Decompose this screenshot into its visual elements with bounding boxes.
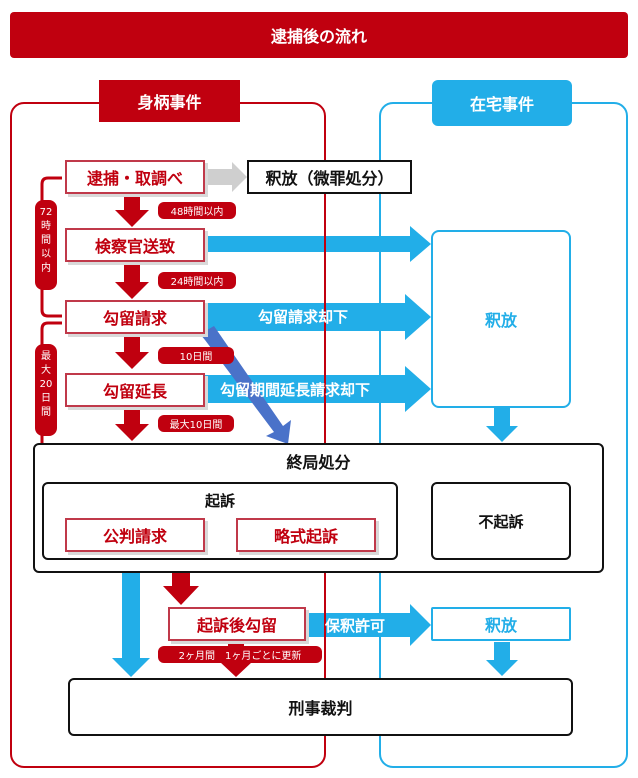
time-label-10d: 10日間 <box>158 347 234 364</box>
page-title: 逮捕後の流れ <box>10 12 628 58</box>
home-column-tab: 在宅事件 <box>432 80 572 126</box>
arrow-home-release-down <box>486 408 518 442</box>
custody-column-tab: 身柄事件 <box>99 80 240 122</box>
criminal-trial-box: 刑事裁判 <box>68 678 573 736</box>
indictment-label: 起訴 <box>204 492 235 510</box>
arrow-detention-to-extension <box>115 334 149 369</box>
time-label-72h: 72時間以内 <box>35 200 57 290</box>
step-detention-extension: 勾留延長 <box>65 373 205 407</box>
release-minor-offense: 釈放（微罪処分） <box>247 160 412 194</box>
step-detention-request: 勾留請求 <box>65 300 205 334</box>
time-label-2months: 2ヶ月間 1ヶ月ごとに更新 <box>158 646 322 663</box>
arrow-label-bail-granted: 保釈許可 <box>325 617 386 635</box>
arrow-prosecutor-to-home-release <box>205 226 431 262</box>
arrow-arrest-to-release <box>205 162 247 192</box>
arrow-arrest-to-prosecutor <box>115 192 149 227</box>
time-label-48h: 48時間以内 <box>158 202 236 219</box>
step-arrest: 逮捕・取調べ <box>65 160 205 194</box>
step-prosecutor-referral: 検察官送致 <box>65 228 205 262</box>
step-post-indictment-detention: 起訴後勾留 <box>168 607 306 641</box>
arrow-label-extension-rejected: 勾留期間延長請求却下 <box>220 381 371 399</box>
arrow-bail-granted <box>305 604 431 646</box>
home-column-frame <box>379 102 628 768</box>
arrow-bail-release-down <box>486 642 518 676</box>
arrow-prosecutor-to-detention <box>115 261 149 299</box>
non-indictment-box: 不起訴 <box>431 482 571 560</box>
arrow-formal-request-to-trial <box>112 554 150 677</box>
time-label-max20d: 最大20日間 <box>35 344 57 436</box>
arrow-extension-to-final <box>115 408 149 441</box>
step-formal-request: 公判請求 <box>65 518 205 552</box>
time-label-24h: 24時間以内 <box>158 272 236 289</box>
final-disposition-label: 終局処分 <box>286 453 351 472</box>
time-label-max10d: 最大10日間 <box>158 415 234 432</box>
arrow-label-detention-rejected: 勾留請求却下 <box>258 308 349 326</box>
step-summary-indictment: 略式起訴 <box>236 518 376 552</box>
home-release-box: 釈放 <box>431 230 571 408</box>
arrow-detention-rejected <box>205 294 431 340</box>
bail-release-box: 釈放 <box>431 607 571 641</box>
